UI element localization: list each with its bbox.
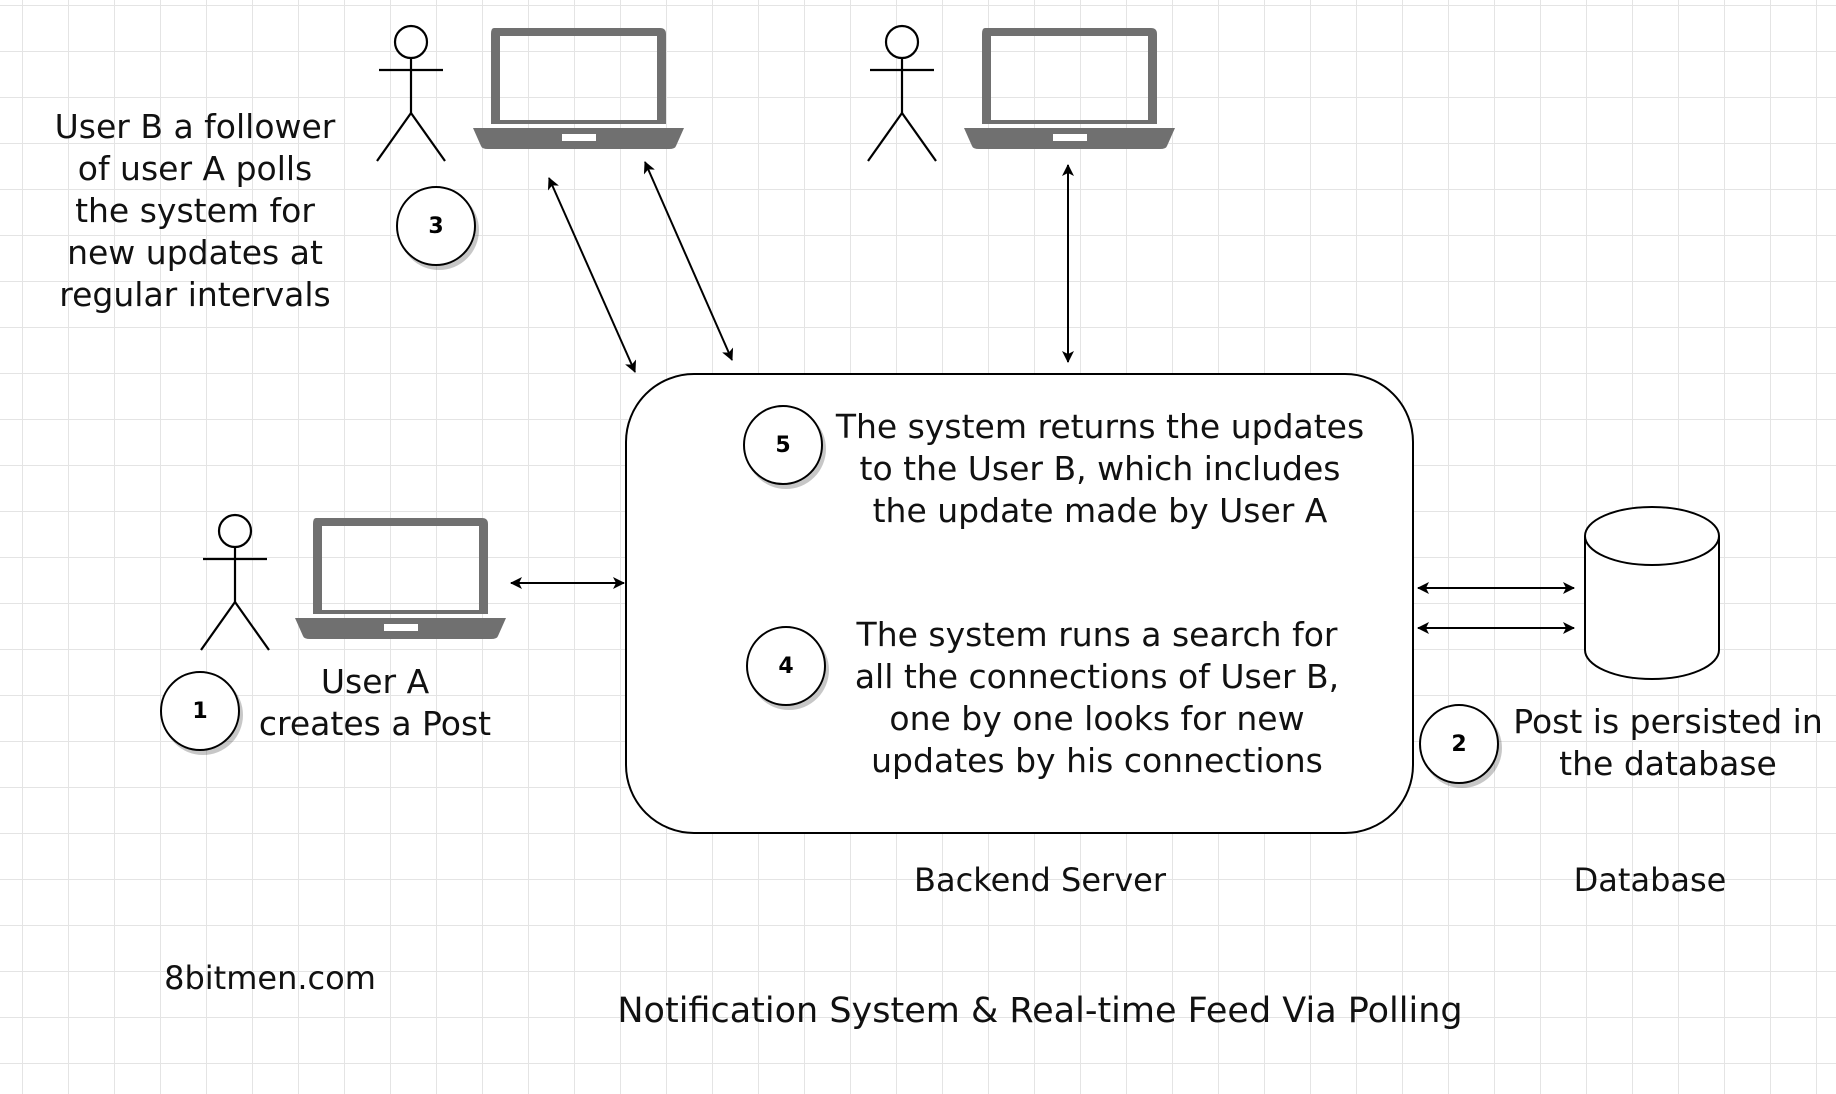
step-4-badge: 4 [746,626,826,706]
step-3-badge: 3 [396,186,476,266]
user-b-polling-note: User B a follower of user A polls the sy… [54,107,336,314]
diagram-title: Notification System & Real-time Feed Via… [617,991,1463,1031]
other-user-actor-icon [866,24,938,163]
brand-label: 8bitmen.com [164,959,376,997]
step-4-description: The system runs a search for all the con… [854,615,1340,780]
user-a-laptop-icon [295,518,506,639]
user-a-actor-icon [199,513,271,652]
step-2-badge: 2 [1419,704,1499,784]
user-b-request-arrow [547,177,637,373]
user-b-response-arrow [643,161,734,361]
user-b-actor-icon [375,24,447,163]
backend-server-box [625,373,1414,834]
step-5-description: The system returns the updates to the Us… [835,407,1365,530]
backend-server-label: Backend Server [914,861,1166,899]
database-label: Database [1573,861,1727,899]
step-1-badge: 1 [160,671,240,751]
user-a-description: User A creates a Post [258,662,492,743]
step-5-badge: 5 [743,405,823,485]
user-b-laptop-icon [473,28,684,149]
other-user-laptop-icon [964,28,1175,149]
database-persist-note: Post is persisted in the database [1513,702,1823,783]
database-icon [1584,506,1720,680]
